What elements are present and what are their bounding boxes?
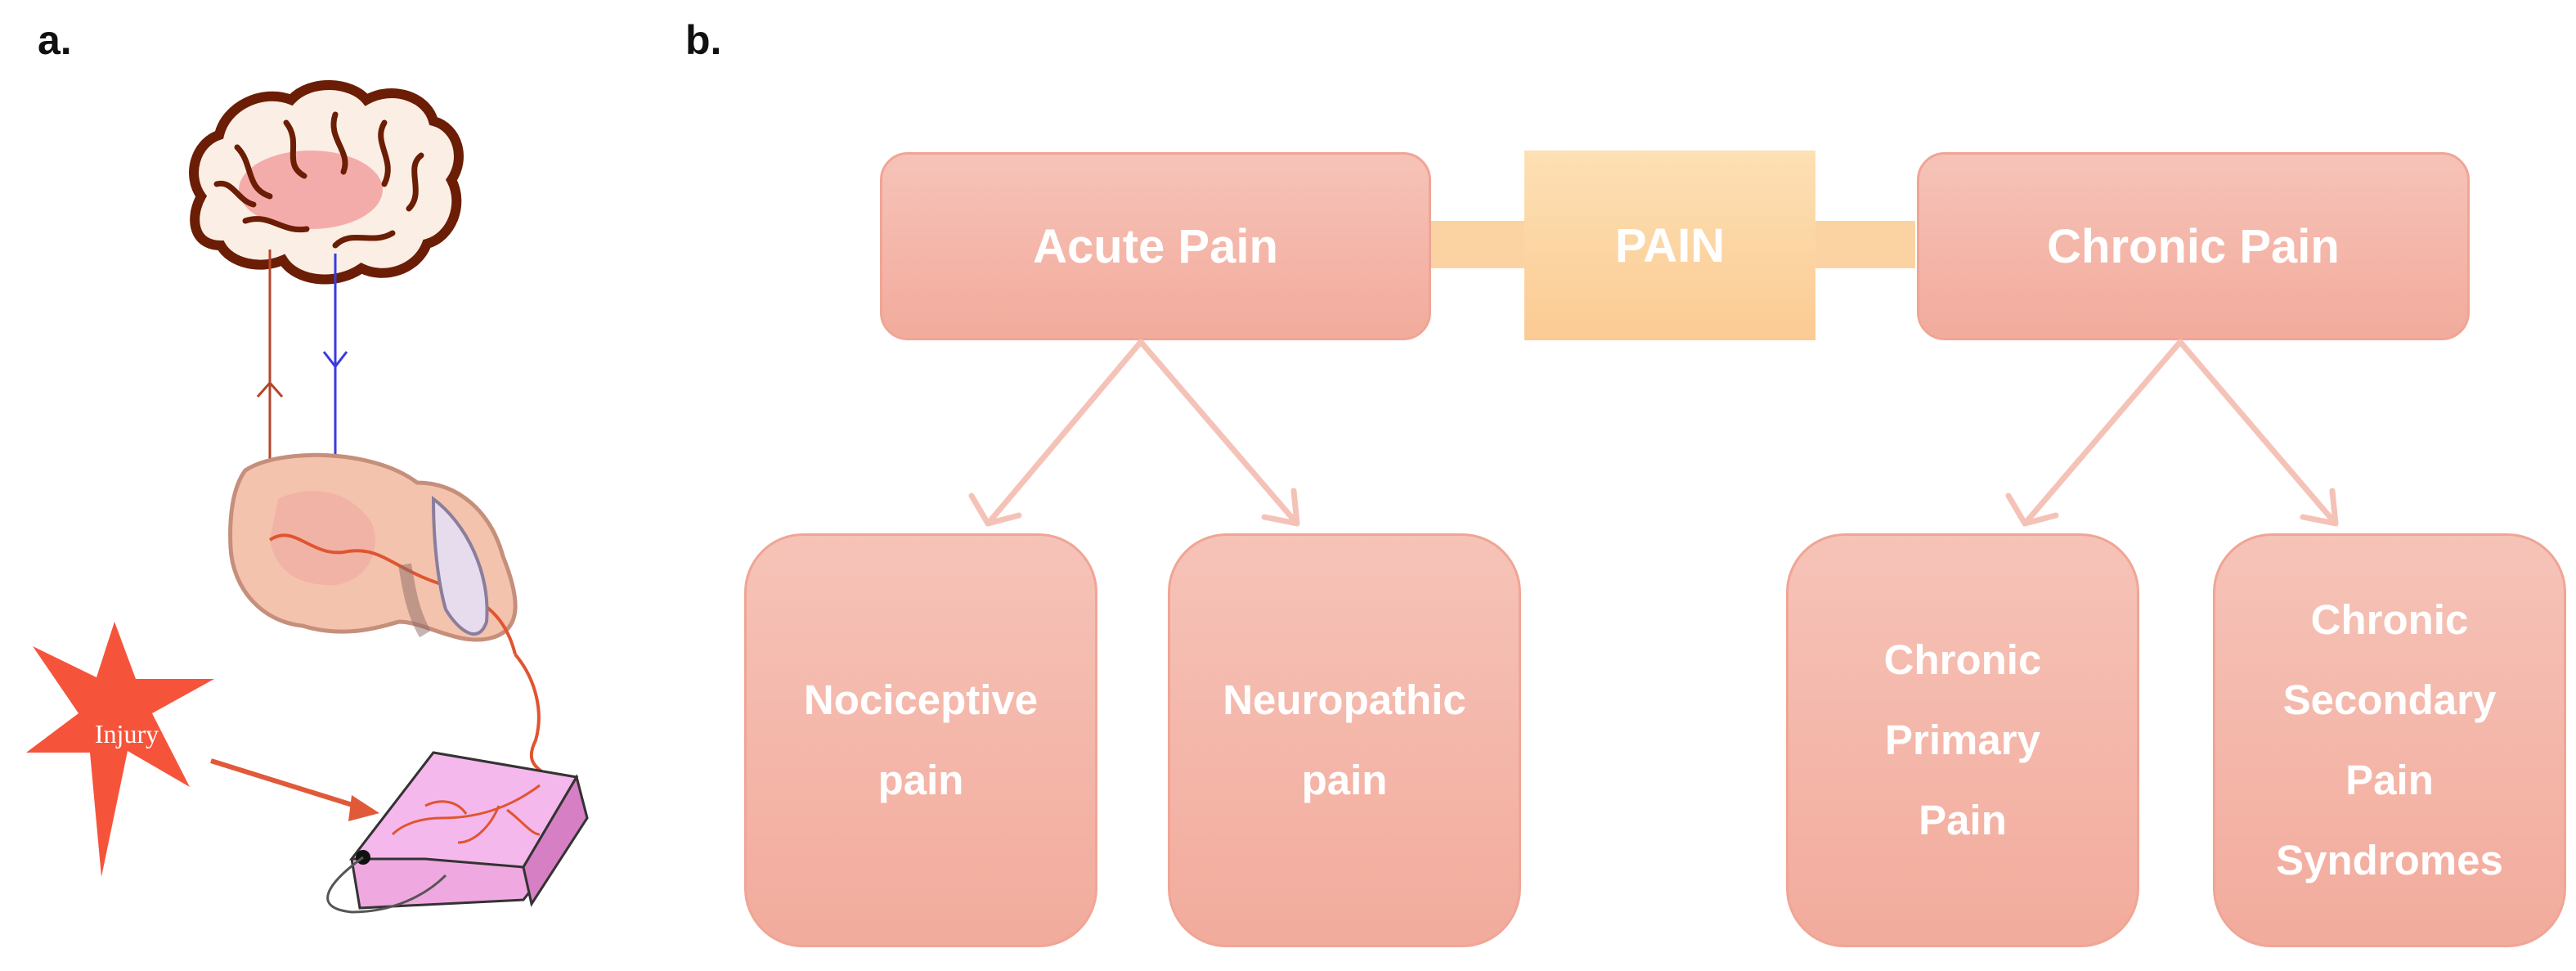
arrow-head-secondary [2300,488,2339,527]
arrow-acute-to-nociceptive [985,339,1144,527]
panel-b-label: b. [685,17,722,63]
arrow-head-neuropathic [1261,488,1300,527]
arrow-chronic-to-primary [2022,339,2183,527]
panel-a-label: a. [38,17,72,63]
arrow-head-primary [2005,492,2059,527]
chronic-secondary-pain-syndromes-box: Chronic Secondary Pain Syndromes [2213,533,2566,947]
chronic-primary-pain-box: Chronic Primary Pain [1786,533,2139,947]
injury-icon: Injury [26,622,214,877]
spinal-cord-icon [228,452,518,655]
arrow-head-nociceptive [968,492,1022,527]
connector-left [1429,221,1528,268]
arrow-chronic-to-secondary [2177,339,2339,527]
brain-icon [189,80,464,285]
nociceptive-pain-box: Nociceptive pain [744,533,1097,947]
pain-pathway-illustration: Injury [26,80,589,914]
neuropathic-pain-box: Neuropathic pain [1168,533,1521,947]
connector-right [1812,221,1915,268]
pain-center-box: PAIN [1524,151,1815,340]
injury-label: Injury [95,719,159,748]
chronic-pain-box: Chronic Pain [1917,152,2470,340]
arrow-acute-to-neuropathic [1138,339,1300,527]
skin-tissue-icon [326,751,589,914]
acute-pain-box: Acute Pain [880,152,1431,340]
